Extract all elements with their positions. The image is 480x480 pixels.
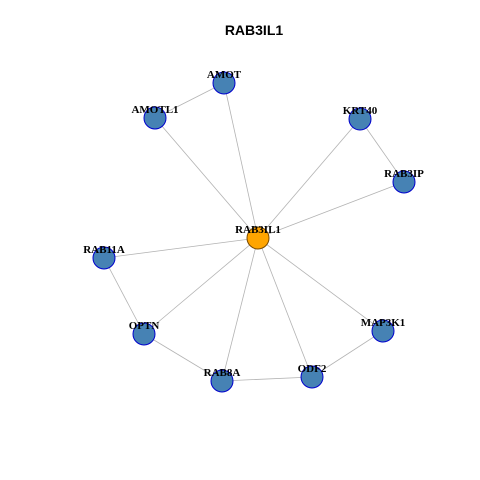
edge-odf2-map3k1 [311, 330, 384, 378]
edge-rab3il1-amotl1 [154, 117, 259, 239]
node-label-optn: OPTN [129, 320, 160, 332]
nodes-layer [92, 71, 416, 393]
edge-optn-rab8a [143, 333, 223, 382]
node-amot [212, 71, 236, 95]
edge-rab3il1-rab3ip [257, 181, 405, 239]
node-label-amot: AMOT [207, 69, 242, 81]
edge-rab3il1-krt40 [257, 118, 361, 239]
edge-krt40-rab3ip [359, 118, 405, 183]
diagram-title: RAB3IL1 [225, 22, 284, 38]
node-label-amotl1: AMOTL1 [131, 104, 178, 116]
node-label-odf2: ODF2 [298, 363, 327, 375]
node-label-rab8a: RAB8A [204, 367, 241, 379]
edge-rab3il1-rab11a [103, 237, 259, 259]
edges-layer [103, 82, 405, 382]
node-label-rab3il1: RAB3IL1 [235, 224, 281, 236]
node-label-map3k1: MAP3K1 [361, 317, 406, 329]
edge-amot-amotl1 [154, 82, 225, 119]
node-map3k1 [371, 319, 395, 343]
edge-rab3il1-map3k1 [257, 237, 384, 332]
node-rab3ip [392, 170, 416, 194]
node-rab8a [210, 369, 234, 393]
node-label-krt40: KRT40 [343, 105, 378, 117]
node-odf2 [300, 365, 324, 389]
node-label-rab3ip: RAB3IP [384, 168, 424, 180]
node-rab3il1 [246, 226, 270, 250]
edge-rab3il1-odf2 [257, 237, 313, 378]
edge-rab3il1-optn [143, 237, 259, 335]
edge-rab8a-odf2 [221, 376, 313, 382]
edge-rab3il1-rab8a [221, 237, 259, 382]
edge-rab3il1-amot [223, 82, 259, 239]
node-krt40 [348, 107, 372, 131]
edge-rab11a-optn [103, 257, 145, 335]
node-amotl1 [143, 106, 167, 130]
node-label-rab11a: RAB11A [83, 244, 125, 256]
node-rab11a [92, 246, 116, 270]
node-optn [132, 322, 156, 346]
